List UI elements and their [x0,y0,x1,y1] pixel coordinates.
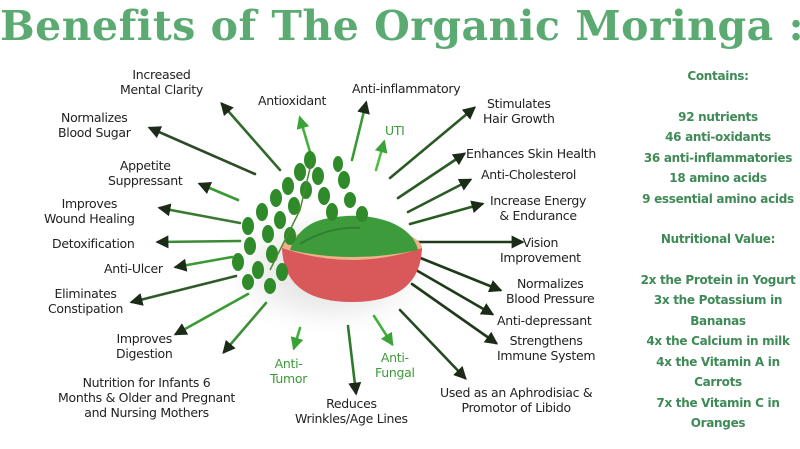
nutritional-value-item: 3x the Potassium in [653,293,783,307]
benefit-blood-sugar: Normalizes Blood Sugar [58,110,131,140]
arrow-energy [408,200,485,226]
contains-heading: Contains: [687,69,749,83]
moringa-leaves-icon [232,151,368,294]
benefit-anti-fungal: Anti- Fungal [375,350,415,380]
nutrition-facts-panel: Contains: 92 nutrients 46 anti-oxidants … [636,66,800,434]
nutritional-value-item: Carrots [694,375,742,389]
benefit-wound-healing: Improves Wound Healing [44,196,135,226]
arrow-detox [155,235,242,249]
arrow-anti-depressant [414,268,495,316]
arrow-wrinkles [346,324,362,396]
benefit-energy: Increase Energy & Endurance [490,193,587,223]
arrow-anti-inflammatory [350,100,370,162]
benefit-blood-pressure: Normalizes Blood Pressure [506,276,595,306]
benefit-anti-tumor: Anti- Tumor [270,356,308,386]
contains-item: 46 anti-oxidants [665,130,771,144]
arrow-hair-growth [388,106,476,180]
arrow-wound-healing [157,203,242,225]
arrow-infants [222,301,268,354]
arrow-constipation [129,274,238,306]
benefit-anti-cholesterol: Anti-Cholesterol [481,167,577,182]
contains-item: 92 nutrients [678,109,758,124]
nutritional-value-item: Bananas [690,313,746,328]
benefit-digestion: Improves Digestion [116,331,173,361]
nutritional-value-item: Oranges [690,416,746,430]
benefit-uti: UTI [385,123,405,138]
benefit-anti-ulcer: Anti-Ulcer [104,261,163,276]
contains-item: 18 amino acids [669,171,767,185]
benefit-constipation: Eliminates Constipation [48,286,124,316]
arrow-skin-health [396,152,467,200]
arrow-antioxidant [296,115,312,154]
arrow-appetite [197,182,240,202]
nutritional-value-item: 4x the Calcium in milk [646,334,790,348]
arrow-anti-cholesterol [406,178,473,214]
nutritional-value-item: 2x the Protein in Yogurt [640,272,796,287]
benefit-anti-depressant: Anti-depressant [497,313,592,328]
benefit-infants: Nutrition for Infants 6 Months & Older a… [58,375,236,420]
arrow-aphrodisiac [398,308,467,380]
page-title: Benefits of The Organic Moringa : [0,2,800,50]
nutritional-value-heading: Nutritional Value: [660,232,776,246]
contains-item: 9 essential amino acids [642,191,794,206]
arrow-immune [410,282,499,345]
moringa-bowl-icon [282,215,422,302]
arrow-mental-clarity [220,102,282,172]
benefit-mental-clarity: Increased Mental Clarity [120,67,203,97]
nutritional-value-item: 4x the Vitamin A in [656,354,780,369]
arrows [129,100,525,396]
benefit-immune: Strengthens Immune System [497,333,596,363]
benefit-anti-inflammatory: Anti-inflammatory [352,81,461,96]
arrow-digestion [173,292,250,336]
arrow-anti-ulcer [173,255,234,272]
arrow-uti [374,139,388,172]
benefit-skin-health: Enhances Skin Health [466,146,596,161]
contains-item: 36 anti-inflammatories [643,150,793,165]
arrow-anti-fungal [372,314,394,347]
arrow-blood-pressure [416,255,503,293]
benefit-wrinkles: Reduces Wrinkles/Age Lines [295,396,408,426]
benefit-antioxidant: Antioxidant [258,93,327,108]
arrow-blood-sugar [147,126,257,176]
benefit-hair-growth: Stimulates Hair Growth [483,96,555,126]
benefit-detox: Detoxification [52,236,135,251]
benefit-aphrodisiac: Used as an Aphrodisiac & Promotor of Lib… [440,385,593,415]
nutritional-value-item: 7x the Vitamin C in [656,395,780,410]
benefit-vision: Vision Improvement [500,235,581,265]
arrow-anti-tumor [290,326,304,351]
benefit-appetite: Appetite Suppressant [108,158,183,188]
